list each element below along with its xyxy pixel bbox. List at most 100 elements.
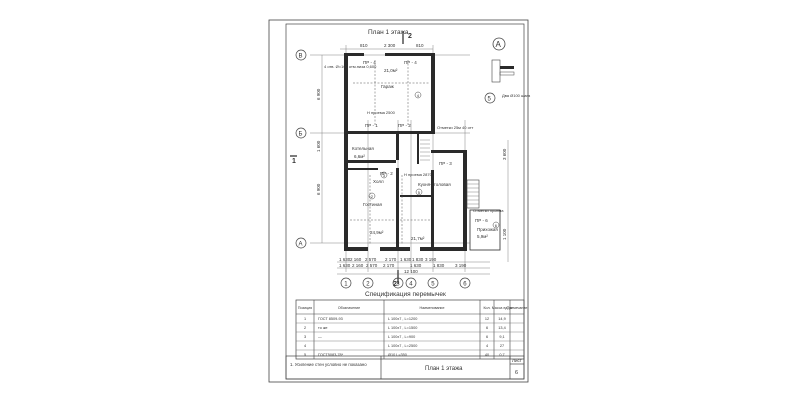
room-name-hall: Холл xyxy=(373,179,384,184)
dim-bottom-1-4: 1 630 xyxy=(400,257,412,262)
room-area-entry: 5,9м² xyxy=(477,234,488,239)
section-mark-left: 1 xyxy=(292,158,296,165)
detail-mark: А xyxy=(496,40,502,49)
axis-bubble-4 xyxy=(405,277,417,289)
dim-bottom-1-5: 1 830 xyxy=(412,257,424,262)
axis-bubble-v xyxy=(295,49,307,61)
lintel-mark-4: ПР - 2 xyxy=(398,123,411,128)
spec-cell-2-0: 3 xyxy=(304,335,306,339)
room-num-hall: 3 xyxy=(383,173,386,178)
axis-bubble-a xyxy=(295,237,307,249)
note-marks-1: Отметки 25м 40 отт xyxy=(437,125,474,130)
dim-top-3: 810 xyxy=(416,43,424,48)
spec-header-0: Позиция xyxy=(298,306,312,310)
room-num-kitchen: 5 xyxy=(418,190,421,195)
spec-cell-0-3: 12 xyxy=(485,317,489,321)
lintel-mark-3: ПР - 1 xyxy=(365,123,378,128)
spec-cell-2-3: 6 xyxy=(486,335,488,339)
spec-cell-1-3: 6 xyxy=(486,326,488,330)
detail-axis-bubble xyxy=(484,92,496,104)
detail-label: Два Ø100 шага xyxy=(502,93,531,98)
dim-left-1: 6 900 xyxy=(316,88,321,100)
room-name-boiler: Котельная xyxy=(352,146,374,151)
dim-bottom-1-6: 3 190 xyxy=(425,257,437,262)
spec-header-3: Кол. xyxy=(483,306,490,310)
axis-bubble-b xyxy=(295,127,307,139)
lintel-mark-5: ПР - 3 xyxy=(439,161,452,166)
spec-cell-0-2: L 100x7 , L=1200 xyxy=(388,317,417,321)
spec-cell-3-2: L 100x7 , L=2500 xyxy=(388,344,417,348)
spec-cell-2-4: 9,1 xyxy=(499,335,504,339)
axis-label-6: 6 xyxy=(463,282,467,288)
axis-bubble-2 xyxy=(362,277,374,289)
spec-header-2: Наименование xyxy=(420,306,445,310)
dim-bottom-2-4: 1 630 xyxy=(410,263,422,268)
room-name-living: Гостиная xyxy=(363,202,382,207)
spec-header-1: Обозначение xyxy=(338,306,360,310)
dim-left-2: 1 600 xyxy=(316,140,321,152)
stamp-title: План 1 этажа xyxy=(425,366,463,372)
spec-cell-1-1: то же xyxy=(318,326,328,330)
lintel-mark-1: ПР - 4 xyxy=(363,60,376,65)
axis-label-5: 5 xyxy=(431,282,435,288)
dim-bottom-2-3: 2 170 xyxy=(383,263,395,268)
spec-header-4: Масса ед.,кг xyxy=(492,306,513,310)
dim-bottom-1-2: 2 570 xyxy=(365,257,377,262)
axis-bubble-3 xyxy=(392,277,404,289)
axis-label-a: А xyxy=(299,242,303,248)
spec-cell-3-4: 27 xyxy=(500,344,504,348)
dim-right-1: 3 600 xyxy=(502,148,507,160)
spec-cell-1-0: 2 xyxy=(304,326,306,330)
lintel-mark-7: ПР - 6 xyxy=(475,218,488,223)
axis-label-v: В xyxy=(299,54,303,60)
spec-cell-0-0: 1 xyxy=(304,317,306,321)
axis-label-2: 2 xyxy=(366,282,370,288)
room-area-boiler: 6,6м² xyxy=(354,154,365,159)
dim-bottom-2-1: 2 160 xyxy=(352,263,364,268)
spec-cell-2-2: L 100x7 , L=900 xyxy=(388,335,415,339)
axis-label-4: 4 xyxy=(409,282,413,288)
spec-cell-2-1: — xyxy=(318,335,322,339)
sheet-number: 6 xyxy=(515,370,518,376)
dim-bottom-1-1: 2 160 xyxy=(350,257,362,262)
stamp-note: 1. Усиление стен условно не показано xyxy=(290,362,367,367)
section-mark-top: 2 xyxy=(408,33,412,40)
room-name-entry: Прихожая xyxy=(477,227,498,232)
detail-mark-bubble xyxy=(492,37,506,51)
spec-title: Спецификация перемычек xyxy=(365,291,446,298)
lintel-mark-2: ПР - 4 xyxy=(404,60,417,65)
room-area-living: 24,9м² xyxy=(370,230,384,235)
spec-cell-0-4: 14,9 xyxy=(498,317,505,321)
dim-bottom-2-5: 1 830 xyxy=(433,263,445,268)
note-opening-h-1: Н проема 2500 xyxy=(367,110,396,115)
dim-bottom-2-2: 2 570 xyxy=(366,263,378,268)
lintel-mark-6: ПР - 2 xyxy=(380,171,393,176)
room-area-garage: 21,0м² xyxy=(384,68,398,73)
room-num-garage: 4 xyxy=(417,93,420,98)
axis-bubble-1 xyxy=(340,277,352,289)
dim-left-3: 6 900 xyxy=(316,183,321,195)
spec-cell-4-4: 0,7 xyxy=(499,353,504,357)
dim-bottom-1-3: 2 170 xyxy=(385,257,397,262)
axis-bubble-6 xyxy=(459,277,471,289)
spec-table: Позиция Обозначение Наименование Кол.Масса … xyxy=(295,299,528,360)
spec-cell-0-1: ГОСТ 8509-93 xyxy=(318,317,343,321)
dim-top-1: 810 xyxy=(360,43,368,48)
spec-cell-4-2: Ø10 L=350 xyxy=(388,353,407,357)
room-num-living: 2 xyxy=(371,194,374,199)
note-openings: 4 отв. Ø=100 отм.низа 0,600 xyxy=(324,64,377,69)
dim-bottom-2-6: 3 190 xyxy=(455,263,467,268)
section-mark-bottom: 2 xyxy=(393,281,397,288)
axis-label-b: Б xyxy=(299,132,303,138)
dim-bottom-2-0: 1 630 xyxy=(339,263,351,268)
dim-overall: 12 100 xyxy=(404,269,418,274)
spec-cell-1-4: 13,4 xyxy=(498,326,505,330)
dim-bottom-1-0: 1 630 xyxy=(339,257,351,262)
spec-cell-4-3: 40 xyxy=(485,353,489,357)
spec-cell-1-2: L 100x7 , L=1500 xyxy=(388,326,417,330)
note-marks-2: Отметки проема xyxy=(473,208,504,213)
dim-right-2: 1 100 xyxy=(502,228,507,240)
spec-header-5: Примечание xyxy=(507,306,528,310)
room-name-garage: Гараж xyxy=(381,84,394,89)
